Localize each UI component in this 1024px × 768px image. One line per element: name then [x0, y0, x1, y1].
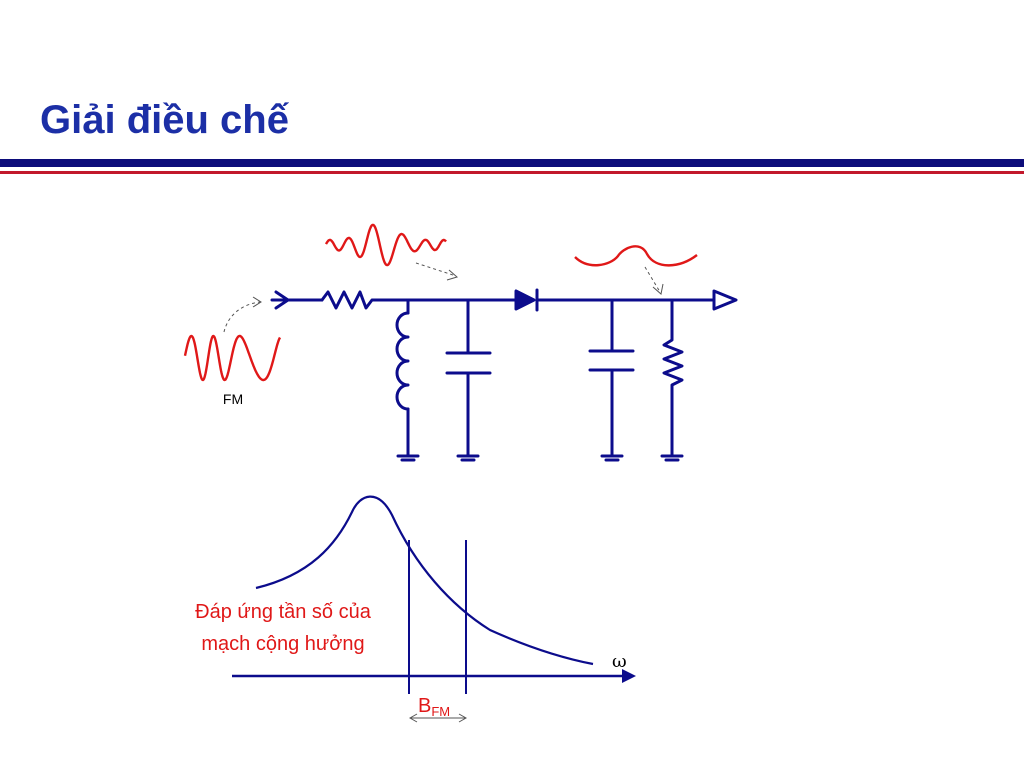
circuit-schematic [270, 288, 738, 462]
title-underline-red [0, 171, 1024, 174]
load-resistor [662, 298, 684, 457]
title-underline-navy [0, 159, 1024, 167]
fm-signal-label: FM [223, 391, 243, 407]
frequency-axis-arrowhead [622, 669, 636, 683]
resonance-response-curve [255, 495, 594, 666]
diode [514, 288, 539, 312]
input-terminal-arrow [270, 290, 324, 310]
page-title: Giải điều chế [40, 98, 289, 142]
bandwidth-span-arrow [408, 713, 468, 723]
am-fm-waveform [324, 223, 447, 267]
am-fm-callout-arrow [415, 262, 457, 277]
bandwidth-label: BFM [418, 695, 450, 719]
series-resistor [320, 290, 410, 310]
curve-description-line2: mạch cộng hưởng [201, 633, 364, 655]
ground-symbols [396, 454, 684, 462]
omega-axis-label: ω [612, 651, 627, 672]
filter-capacitor [588, 298, 635, 457]
envelope-callout-arrowhead [652, 283, 664, 295]
fm-callout-arrow [223, 301, 261, 333]
output-terminal-arrow [712, 289, 738, 311]
envelope-output-waveform [574, 245, 698, 267]
envelope-callout-arrow [644, 266, 661, 293]
am-fm-callout-arrowhead [446, 269, 459, 281]
fm-callout-arrowhead [252, 296, 262, 308]
bandwidth-label-main: B [418, 695, 431, 717]
tank-capacitor [445, 298, 492, 457]
curve-description-line1: Đáp ứng tần số của [195, 601, 372, 623]
bandwidth-label-subscript: FM [431, 704, 450, 719]
response-graph: ω Đáp ứng tần số của mạch cộng hưởng BFM [195, 495, 636, 723]
fm-input-waveform [183, 334, 282, 382]
tank-inductor [395, 298, 410, 457]
